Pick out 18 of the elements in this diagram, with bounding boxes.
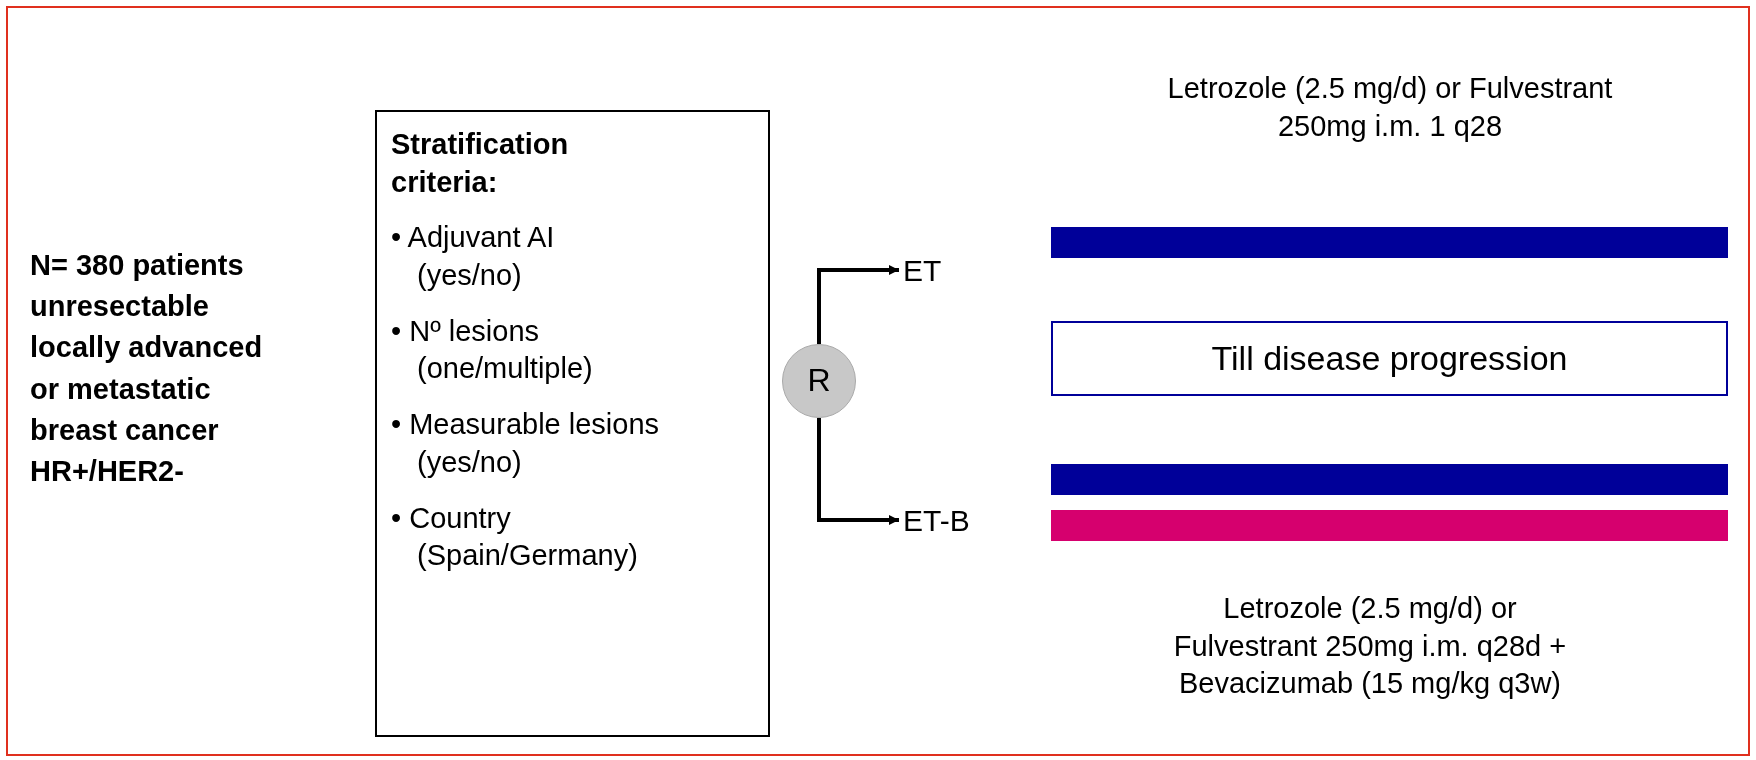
bullet-item: • Country (Spain/Germany) [391,500,639,574]
arrow [817,418,899,525]
box-heading: Stratification criteria: [391,127,570,200]
bullet-item: • Measurable lesions (yes/no) [391,407,661,480]
treatment-bar [1051,510,1728,541]
randomization-circle: R [782,344,856,418]
treatment-text: Letrozole (2.5 mg/d) or Fulvestrant 250mg i.m. q28d + Bevacizumab (15 mg/kg q3w) [1172,591,1568,702]
population-text: N= 380 patients unresectable locally advanced or metastatic breast cancer HR+/HER2- [30,248,264,489]
bullet-item: • Adjuvant AI (yes/no) [391,220,556,294]
treatment-bar [1051,464,1728,495]
duration-box: Till disease progression [1051,321,1728,396]
treatment-text: Letrozole (2.5 mg/d) or Fulvestrant 250mg i.m. 1 q28 [1166,71,1614,144]
arm-label: ET [903,248,963,292]
arm-label: ET-B [903,498,1013,542]
arrow [817,265,899,344]
treatment-bar [1051,227,1728,258]
bullet-item: • Nº lesions (one/multiple) [391,313,594,387]
criteria-box [375,110,770,737]
